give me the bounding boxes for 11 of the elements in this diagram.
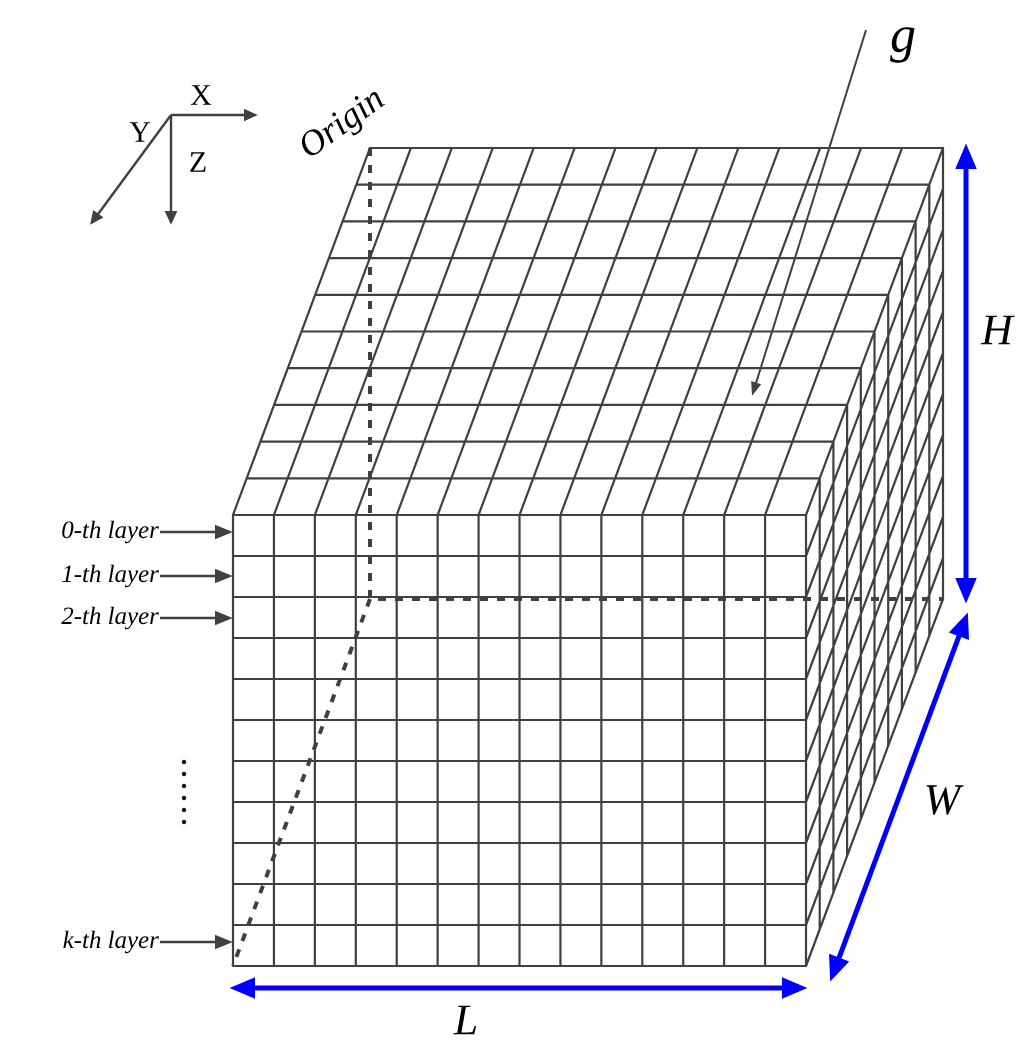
dimension-label: L xyxy=(453,1005,477,1035)
layer-label: 0-th layer xyxy=(62,520,159,544)
layer-label: 2-th layer xyxy=(61,606,159,630)
axis-label: Y xyxy=(129,122,151,142)
axis-label: X xyxy=(190,85,212,105)
layer-label: k-th layer xyxy=(63,930,159,954)
axis-label: Z xyxy=(190,152,206,172)
layer-label: 1-th layer xyxy=(62,564,159,588)
dimension-label: W xyxy=(926,785,964,815)
gravity-label: g xyxy=(890,27,915,63)
dimension-label: H xyxy=(980,315,1015,345)
